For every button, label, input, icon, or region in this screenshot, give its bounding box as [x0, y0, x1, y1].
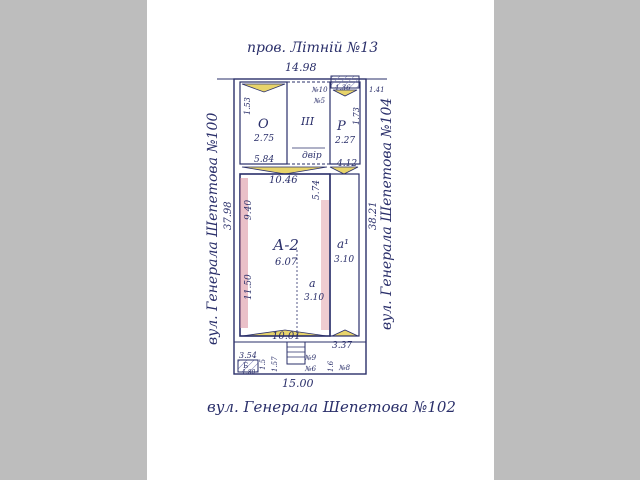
dim-no-6: №6: [304, 365, 317, 373]
dim-no-8: №8: [338, 364, 351, 372]
dim-5-74: 5.74: [312, 180, 322, 200]
building-iii-label: III: [300, 115, 315, 128]
gate-bottom-right: [331, 329, 359, 337]
gate-top-left: [241, 83, 286, 93]
dim-1-6: 1.6: [327, 360, 335, 372]
dim-1-57: 1.57: [271, 356, 279, 372]
building-a1-label: а¹: [337, 237, 349, 251]
building-a1-height: 3.10: [334, 255, 354, 265]
dim-10-01: 10.01: [272, 331, 301, 342]
street-top-label: пров. Літній №13: [247, 40, 378, 56]
dim-3-37: 3.37: [332, 341, 352, 351]
gate-mid-right: [329, 166, 359, 175]
width-top-label: 14.98: [285, 61, 317, 74]
building-o-outline: [239, 81, 288, 165]
dim-1-73: 1.73: [352, 107, 361, 125]
gate-top-right: [332, 89, 358, 97]
building-a1-outline: [329, 173, 360, 337]
width-bottom-label: 15.00: [282, 377, 314, 390]
building-p-height: 2.27: [334, 136, 355, 146]
building-a2-height: 6.07: [275, 257, 298, 268]
yard-label: двір: [302, 151, 322, 161]
dim-3-54: 3.54: [239, 351, 257, 360]
dim-4-12: 4.12: [336, 159, 357, 169]
dim-1-5: 1.5: [259, 358, 267, 370]
street-right-label: вул. Генерала Шепетова №104: [379, 98, 395, 330]
dim-10-46: 10.46: [269, 175, 298, 186]
depth-left-label: 37.98: [223, 201, 234, 230]
dim-5-84: 5.84: [254, 155, 274, 165]
depth-right-label: 38.21: [368, 201, 379, 230]
building-a-height: 3.10: [304, 293, 324, 303]
building-a-label: а: [309, 277, 316, 290]
building-p-label: Р: [336, 119, 346, 134]
street-bottom-label: вул. Генерала Шепетова №102: [207, 398, 456, 416]
building-b-label: Б: [243, 362, 248, 370]
street-left-label: вул. Генерала Шепетова №100: [205, 113, 221, 345]
dim-11-50: 11.50: [244, 274, 254, 300]
pink-strip-right: [321, 200, 329, 330]
building-b-height: 1.80: [242, 369, 256, 376]
dim-1-36: 1.36: [335, 84, 351, 92]
building-o-height: 2.75: [253, 134, 274, 144]
dim-no-5: №5: [313, 97, 326, 105]
building-b-hatched: [237, 359, 259, 373]
dim-no-10: №10: [311, 86, 328, 94]
gate-mid-left: [241, 166, 328, 175]
dim-9-40: 9.40: [244, 200, 254, 220]
plan-sheet: пров. Літній №13 14.98 15.00 вул. Генера…: [147, 0, 494, 480]
building-iii-outline: [286, 81, 331, 165]
dim-1-53: 1.53: [243, 97, 252, 115]
dim-no-9: №9: [304, 354, 317, 362]
building-o-label: О: [258, 117, 269, 132]
pink-strip-left: [240, 178, 248, 328]
site-plan-drawing: пров. Літній №13 14.98 15.00 вул. Генера…: [205, 40, 456, 416]
building-a2-label: А-2: [272, 236, 299, 254]
stairs: [286, 341, 306, 365]
corner-hatched-block: [330, 75, 360, 89]
lot-boundary: [233, 78, 367, 375]
dim-1-41: 1.41: [369, 86, 385, 94]
